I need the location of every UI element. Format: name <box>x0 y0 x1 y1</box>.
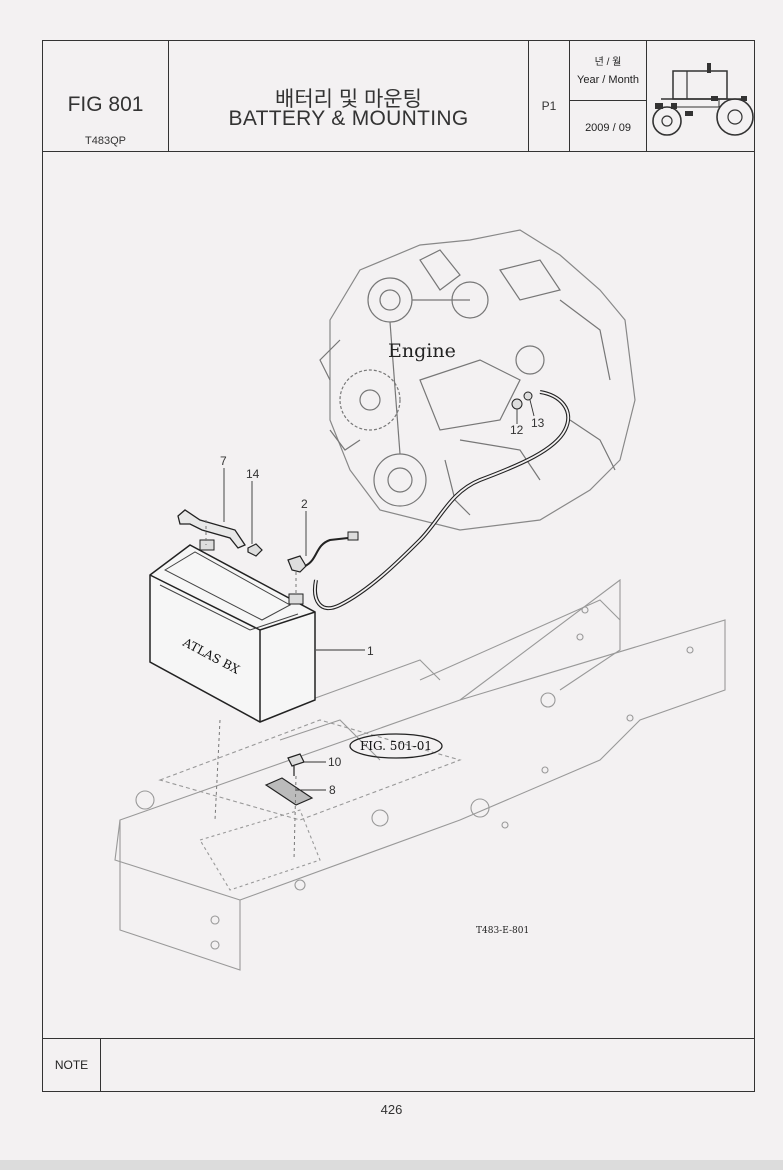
date-value: 2009 / 09 <box>585 122 631 134</box>
callout-1: 1 <box>367 644 374 658</box>
tractor-icon <box>652 63 754 136</box>
model-code: T483QP <box>85 135 126 147</box>
title-english: BATTERY & MOUNTING <box>228 107 469 130</box>
callout-10: 10 <box>328 755 342 769</box>
callout-12: 12 <box>510 423 524 437</box>
page-number: 426 <box>380 1102 403 1117</box>
callout-7: 7 <box>220 454 227 468</box>
plate-part <box>264 777 314 806</box>
assembly-lines <box>205 520 297 861</box>
callout-2: 2 <box>301 497 308 511</box>
date-cell: 년 / 월 Year / Month 2009 / 09 <box>570 41 647 151</box>
battery-bracket <box>177 509 246 549</box>
date-label-box: 년 / 월 Year / Month <box>570 41 646 101</box>
fig-number: FIG 801 <box>67 93 144 116</box>
note-label-cell: NOTE <box>43 1039 101 1092</box>
battery: ATLAS BX <box>149 539 316 723</box>
leader-lines <box>223 399 535 791</box>
callout-14: 14 <box>246 467 260 481</box>
scan-edge <box>0 1160 783 1170</box>
terminal-part <box>287 555 307 573</box>
note-row: NOTE <box>43 1038 754 1092</box>
mounting-frame <box>114 578 726 971</box>
header-table: FIG 801 T483QP 배터리 및 마운팅 BATTERY & MOUNT… <box>43 41 754 152</box>
page-frame: FIG 801 T483QP 배터리 및 마운팅 BATTERY & MOUNT… <box>42 40 755 1092</box>
icon-cell <box>647 41 756 151</box>
bolt-part <box>287 753 305 776</box>
callout-13: 13 <box>531 416 545 430</box>
title-korean: 배터리 및 마운팅 <box>275 88 422 111</box>
date-label-korean: 년 / 월 <box>594 57 622 68</box>
callout-8: 8 <box>329 783 336 797</box>
fig-reference: FIG. 501-01 <box>360 739 432 753</box>
engine-nut-part <box>511 398 523 410</box>
drawing-code: T483-E-801 <box>476 926 529 936</box>
nut-part <box>247 543 263 557</box>
fig-cell: FIG 801 T483QP <box>43 41 169 151</box>
fig-reference-ellipse <box>349 733 443 759</box>
engine-washer-part <box>523 391 533 401</box>
date-label-english: Year / Month <box>577 74 639 86</box>
title-cell: 배터리 및 마운팅 BATTERY & MOUNTING <box>169 41 529 151</box>
page-cell: P1 <box>529 41 570 151</box>
engine-label: Engine <box>388 340 456 362</box>
note-label: NOTE <box>54 1058 89 1072</box>
page-label: P1 <box>541 99 557 113</box>
engine-drawing <box>319 229 636 531</box>
